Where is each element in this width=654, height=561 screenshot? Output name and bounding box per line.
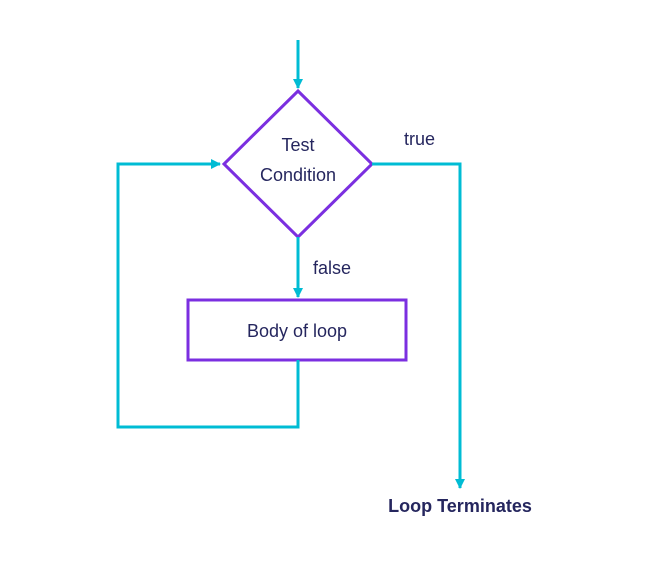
decision-label-line1: Test bbox=[281, 135, 314, 155]
loop-back-line bbox=[116, 159, 300, 429]
loop-terminates-label: Loop Terminates bbox=[388, 496, 532, 516]
decision-label-line2: Condition bbox=[260, 165, 336, 185]
body-of-loop-box bbox=[186, 298, 408, 362]
body-of-loop-label: Body of loop bbox=[247, 321, 347, 341]
false-edge-label: false bbox=[313, 258, 351, 278]
true-edge-label: true bbox=[404, 129, 435, 149]
decision-diamond bbox=[221, 88, 375, 240]
true-branch-line bbox=[372, 162, 465, 489]
